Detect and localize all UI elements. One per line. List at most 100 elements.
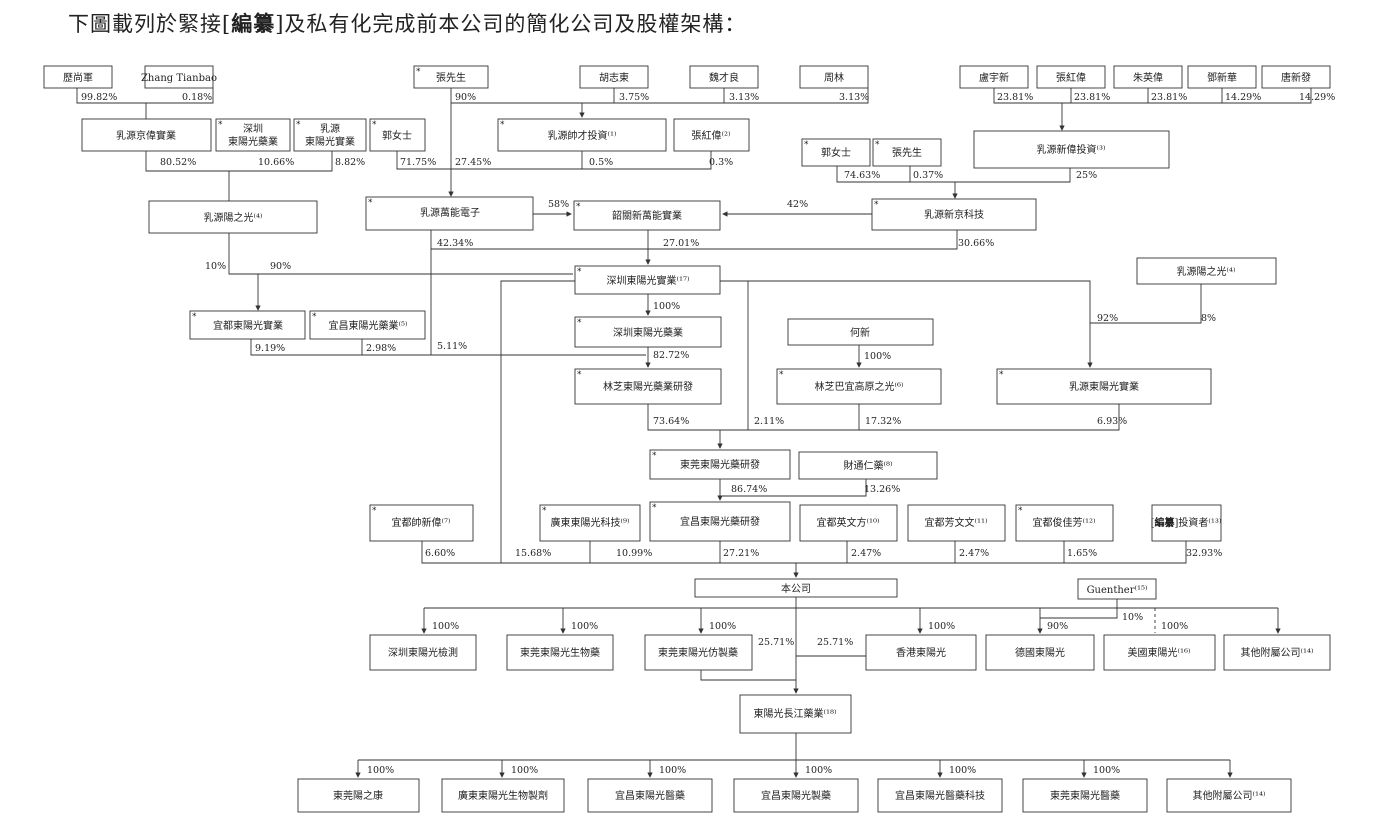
box-gdsw: [441, 778, 565, 813]
label-catr: 財通仁藥⁽⁸⁾: [844, 459, 893, 472]
box-guo2: [801, 138, 871, 167]
label-guo2: 郭女士: [821, 146, 851, 159]
pct-rydygsy: 6.93%: [1097, 416, 1127, 427]
label-rysc: 乳源帥才投資⁽¹⁾: [548, 129, 617, 142]
box-yczy: [733, 778, 859, 813]
percentage-labels: 99.82% 0.18% 90% 3.75% 3.13% 3.13% 23.81…: [81, 92, 1335, 776]
box-rydygsy: [996, 368, 1212, 405]
box-rysc: [497, 118, 667, 152]
pct-rywn-lzyf: 5.11%: [437, 341, 467, 352]
star-sgxwn: *: [576, 202, 581, 212]
box-ryxj: [871, 198, 1037, 231]
label-dengxinhua: 鄧新華: [1207, 71, 1237, 84]
box-weicailiang: [689, 65, 759, 89]
pct-szdygsy-rydygsy: 92%: [1097, 313, 1118, 324]
box-guenther: [1077, 578, 1157, 600]
pct-zhangtianbao: 0.18%: [182, 92, 212, 103]
label-investors: [編纂]投資者⁽¹³⁾: [1151, 516, 1222, 529]
label-zhw2: 張紅偉⁽²⁾: [692, 130, 731, 142]
star-guo2: *: [804, 140, 809, 150]
label-zhang2: 張先生: [892, 146, 922, 159]
pct-luyuxin: 23.81%: [997, 92, 1033, 103]
label-dgyf: 東莞東陽光藥研發: [680, 458, 760, 471]
star-ryxj: *: [874, 200, 879, 210]
heading-text-c: ]及私有化完成前本公司的簡化公司及股權架構：: [275, 12, 747, 36]
pct-gdsw: 100%: [511, 765, 538, 776]
pct-dgsw: 100%: [571, 621, 598, 632]
box-szdyg: [215, 118, 291, 152]
box-ydjf: [1015, 504, 1114, 542]
box-dgyy: [1022, 778, 1148, 813]
box-hexin: [787, 318, 934, 346]
label-hk: 香港東陽光: [896, 646, 946, 659]
pct-ycyy: 2.98%: [366, 343, 396, 354]
box-ryjw: [81, 118, 212, 152]
star-zhang2: *: [875, 140, 880, 150]
star-rysc: *: [500, 120, 505, 130]
box-de: [985, 634, 1095, 671]
box-dengxinhua: [1187, 65, 1257, 89]
connector-lines: [76, 88, 1312, 778]
pct-szjc: 100%: [432, 621, 459, 632]
box-dgyzk: [297, 778, 420, 813]
pct-zhanghongwei-top: 23.81%: [1074, 92, 1110, 103]
pct-ycyy2: 100%: [659, 765, 686, 776]
box-luyuxin: [959, 65, 1029, 89]
box-other1: [1223, 634, 1331, 671]
label-ydsy: 宜都東陽光實業: [213, 319, 283, 332]
box-szjc: [369, 634, 477, 671]
label-szdygsy: 深圳東陽光實業⁽¹⁷⁾: [607, 274, 690, 287]
pct-zhuyingwei: 23.81%: [1151, 92, 1187, 103]
pct-yczy: 100%: [805, 765, 832, 776]
pct-guo2: 74.63%: [844, 170, 880, 181]
star-markers: * * * * * * * * * * * * * * * * * * * * …: [192, 67, 1023, 516]
label-luyuxin: 盧宇新: [979, 71, 1009, 84]
pct-dgfz-cj: 25.71%: [758, 637, 794, 648]
pct-szdygsy-dgyf: 2.11%: [754, 416, 784, 427]
pct-ydyw: 2.47%: [851, 548, 881, 559]
pct-hk: 100%: [928, 621, 955, 632]
pct-tangxinfa: 14.29%: [1299, 92, 1335, 103]
label-ryygz2: 乳源陽之光⁽⁴⁾: [1177, 265, 1236, 278]
entity-labels: 歷尚軍 Zhang Tianbao 張先生 胡志東 魏才良 周林 盧宇新 張紅偉…: [63, 71, 1313, 802]
box-dgyf: [649, 449, 791, 480]
pct-szdygsy-company: 15.68%: [515, 548, 551, 559]
label-zhoulin: 周林: [824, 71, 844, 84]
star-szdyg: *: [218, 120, 223, 130]
label-zhangtianbao: Zhang Tianbao: [141, 73, 217, 84]
box-rydyg: [293, 118, 367, 152]
box-ryygz: [148, 200, 318, 234]
label-zhang1: 張先生: [436, 71, 466, 84]
pct-ryygz-ydsy: 10%: [205, 261, 226, 272]
pct-dengxinhua: 14.29%: [1225, 92, 1261, 103]
pct-ydfw: 2.47%: [959, 548, 989, 559]
pct-rydyg: 8.82%: [335, 157, 365, 168]
label-yczy: 宜昌東陽光製藥: [761, 789, 831, 802]
pct-gdkj: 10.99%: [616, 548, 652, 559]
star-dgyf: *: [652, 451, 657, 461]
label-ycyykj: 宜昌東陽光醫藥科技: [895, 789, 985, 802]
pct-ycyf: 27.21%: [723, 548, 759, 559]
label-ydyw: 宜都英文方⁽¹⁰⁾: [817, 516, 880, 529]
box-ydfw: [907, 504, 1006, 542]
label-szyy: 深圳東陽光藥業: [613, 326, 683, 339]
box-szdygsy: [574, 265, 721, 295]
star-szyy: *: [577, 318, 582, 328]
box-ryxw: [973, 130, 1170, 169]
pct-company-de: 90%: [1047, 621, 1068, 632]
box-tangxinfa: [1261, 65, 1331, 89]
star-rywn: *: [368, 198, 373, 208]
star-ydsy: *: [192, 312, 197, 322]
pct-lzbyg: 17.32%: [865, 416, 901, 427]
pct-huzhidong: 3.75%: [619, 92, 649, 103]
box-ryygz2: [1136, 257, 1277, 285]
pct-ryxj-szdygsy: 30.66%: [958, 238, 994, 249]
label-us: 美國東陽光⁽¹⁶⁾: [1128, 646, 1191, 659]
pct-hexin: 100%: [864, 351, 891, 362]
pct-szyy-lzyf: 82.72%: [653, 350, 689, 361]
pct-zhoulin: 3.13%: [839, 92, 869, 103]
box-lzbyg: [776, 368, 942, 405]
box-lishangjun: [43, 65, 113, 89]
star-rydygsy: *: [999, 370, 1004, 380]
